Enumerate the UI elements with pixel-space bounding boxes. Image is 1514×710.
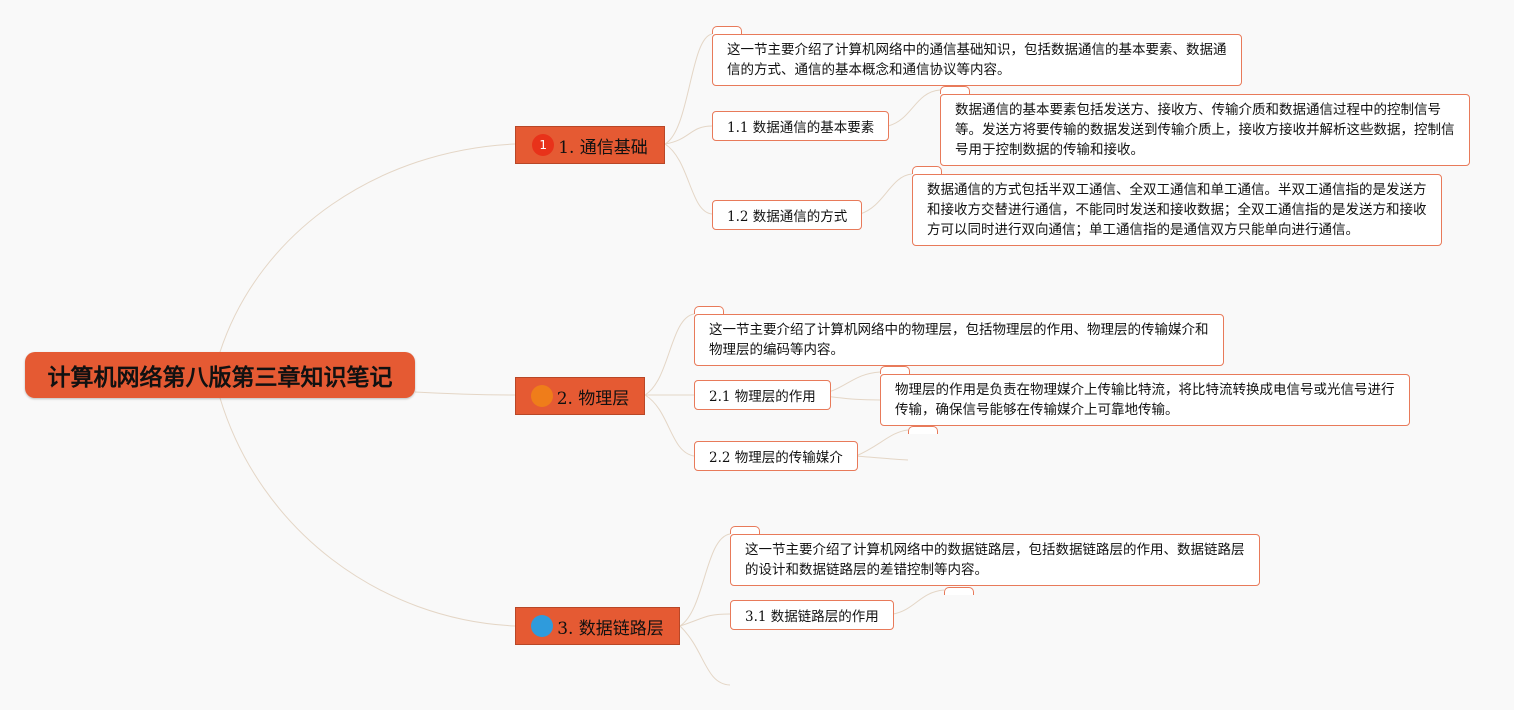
topic-1-1-detail-text: 数据通信的基本要素包括发送方、接收方、传输介质和数据通信过程中的控制信号等。发送… [955,102,1455,158]
topic-1-1[interactable]: 1.1 数据通信的基本要素 [712,111,890,141]
collapse-tab[interactable] [730,526,760,534]
chapter-1-node[interactable]: 1 1. 通信基础 [515,126,665,164]
collapse-tab[interactable] [712,26,742,34]
priority-2-icon [530,385,553,407]
collapse-tab[interactable] [940,86,970,94]
collapse-tab[interactable] [944,587,974,595]
root-title: 计算机网络第八版第三章知识笔记 [47,364,393,391]
topic-1-1-detail[interactable]: 数据通信的基本要素包括发送方、接收方、传输介质和数据通信过程中的控制信号等。发送… [940,94,1470,166]
chapter-1-intro[interactable]: 这一节主要介绍了计算机网络中的通信基础知识，包括数据通信的基本要素、数据通信的方… [712,34,1242,86]
chapter-2-title: 2. 物理层 [556,388,630,409]
chapter-1-title: 1. 通信基础 [558,137,648,158]
topic-1-2[interactable]: 1.2 数据通信的方式 [712,200,863,230]
root-topic[interactable]: 计算机网络第八版第三章知识笔记 [25,352,415,398]
chapter-3-node[interactable]: 3. 数据链路层 [515,607,680,645]
topic-1-2-detail-text: 数据通信的方式包括半双工通信、全双工通信和单工通信。半双工通信指的是发送方和接收… [927,182,1427,238]
chapter-1-intro-text: 这一节主要介绍了计算机网络中的通信基础知识，包括数据通信的基本要素、数据通信的方… [727,42,1227,78]
collapse-tab[interactable] [912,166,942,174]
collapse-tab[interactable] [694,306,724,314]
chapter-3-title: 3. 数据链路层 [557,618,664,639]
chapter-2-intro[interactable]: 这一节主要介绍了计算机网络中的物理层，包括物理层的作用、物理层的传输媒介和物理层… [694,314,1224,366]
topic-1-2-title: 1.2 数据通信的方式 [727,209,848,225]
chapter-2-node[interactable]: 2. 物理层 [515,377,645,415]
topic-2-1-title: 2.1 物理层的作用 [709,389,816,405]
chapter-3-intro[interactable]: 这一节主要介绍了计算机网络中的数据链路层，包括数据链路层的作用、数据链路层的设计… [730,534,1260,586]
collapse-tab[interactable] [908,426,938,434]
topic-2-2[interactable]: 2.2 物理层的传输媒介 [694,441,858,471]
chapter-3-intro-text: 这一节主要介绍了计算机网络中的数据链路层，包括数据链路层的作用、数据链路层的设计… [745,542,1245,578]
topic-2-1[interactable]: 2.1 物理层的作用 [694,380,831,410]
link-root-ch1 [219,143,516,353]
chapter-2-intro-text: 这一节主要介绍了计算机网络中的物理层，包括物理层的作用、物理层的传输媒介和物理层… [709,322,1209,358]
topic-3-1[interactable]: 3.1 数据链路层的作用 [730,600,894,630]
topic-2-1-detail[interactable]: 物理层的作用是负责在物理媒介上传输比特流，将比特流转换成电信号或光信号进行传输，… [880,374,1410,426]
topic-2-1-detail-text: 物理层的作用是负责在物理媒介上传输比特流，将比特流转换成电信号或光信号进行传输，… [895,382,1395,418]
priority-1-icon: 1 [532,134,555,156]
topic-1-1-title: 1.1 数据通信的基本要素 [727,120,875,136]
collapse-tab[interactable] [880,366,910,374]
link-root-ch3 [219,397,516,627]
priority-3-icon [531,615,554,637]
topic-3-1-title: 3.1 数据链路层的作用 [745,609,879,625]
topic-2-2-title: 2.2 物理层的传输媒介 [709,450,843,466]
link-root-ch2 [414,391,516,396]
topic-1-2-detail[interactable]: 数据通信的方式包括半双工通信、全双工通信和单工通信。半双工通信指的是发送方和接收… [912,174,1442,246]
